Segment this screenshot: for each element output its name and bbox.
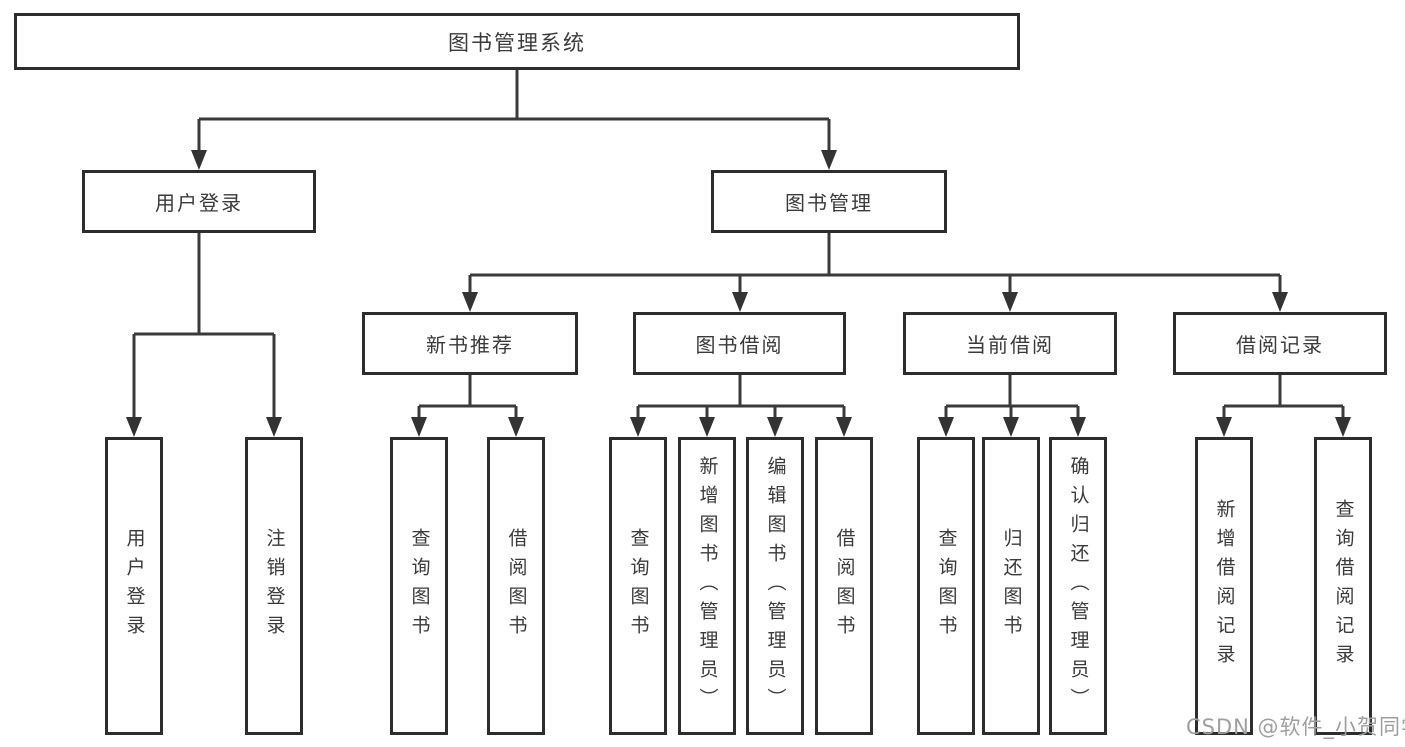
leaf-query-books-current-label: 查询图书 <box>935 528 958 644</box>
leaf-return-books: 归还图书 <box>982 437 1040 735</box>
leaf-borrow-books-recommend-label: 借阅图书 <box>505 528 528 644</box>
csdn-watermark: CSDN @软件_小贺同学 <box>1186 715 1405 739</box>
leaf-query-borrow-record: 查询借阅记录 <box>1314 437 1372 735</box>
leaf-return-books-label: 归还图书 <box>1000 528 1023 644</box>
leaf-edit-book-admin-label: 编辑图书（管理员） <box>764 455 787 717</box>
node-book-management: 图书管理 <box>711 170 947 233</box>
leaf-borrow-books: 借阅图书 <box>815 437 873 735</box>
leaf-query-books-recommend: 查询图书 <box>390 437 448 735</box>
leaf-logout-login: 注销登录 <box>245 437 303 735</box>
leaf-query-books-borrow: 查询图书 <box>609 437 667 735</box>
wire-userlogin-to-leaves <box>132 233 276 418</box>
leaf-query-books-borrow-label: 查询图书 <box>627 528 650 644</box>
leaf-query-books-current: 查询图书 <box>917 437 975 735</box>
leaf-confirm-return-admin-label: 确认归还（管理员） <box>1067 455 1090 717</box>
node-borrow-records: 借阅记录 <box>1173 312 1387 375</box>
leaf-add-borrow-record: 新增借阅记录 <box>1195 437 1253 735</box>
leaf-add-book-admin-label: 新增图书（管理员） <box>696 455 719 717</box>
wire-current-to-leaves <box>944 375 1080 418</box>
leaf-borrow-books-recommend: 借阅图书 <box>487 437 545 735</box>
wire-borrow-to-leaves <box>636 375 846 418</box>
node-user-login: 用户登录 <box>82 170 316 233</box>
leaf-user-login: 用户登录 <box>105 437 163 735</box>
leaf-query-books-recommend-label: 查询图书 <box>408 528 431 644</box>
leaf-logout-login-label: 注销登录 <box>263 528 286 644</box>
wire-records-to-leaves <box>1222 375 1345 418</box>
wire-bookmgmt-to-level3 <box>468 233 1282 293</box>
leaf-confirm-return-admin: 确认归还（管理员） <box>1049 437 1107 735</box>
node-current-borrow: 当前借阅 <box>903 312 1117 375</box>
wire-recommend-to-leaves <box>417 375 518 418</box>
arrowheads <box>126 150 1351 437</box>
node-new-book-recommend: 新书推荐 <box>362 312 578 375</box>
leaf-user-login-label: 用户登录 <box>123 528 146 644</box>
node-root: 图书管理系统 <box>14 13 1020 70</box>
node-book-borrow: 图书借阅 <box>633 312 846 375</box>
leaf-borrow-books-label: 借阅图书 <box>833 528 856 644</box>
leaf-add-borrow-record-label: 新增借阅记录 <box>1213 499 1236 673</box>
leaf-add-book-admin: 新增图书（管理员） <box>678 437 736 735</box>
leaf-query-borrow-record-label: 查询借阅记录 <box>1332 499 1355 673</box>
leaf-edit-book-admin: 编辑图书（管理员） <box>746 437 804 735</box>
wire-root-to-level2 <box>197 70 831 151</box>
